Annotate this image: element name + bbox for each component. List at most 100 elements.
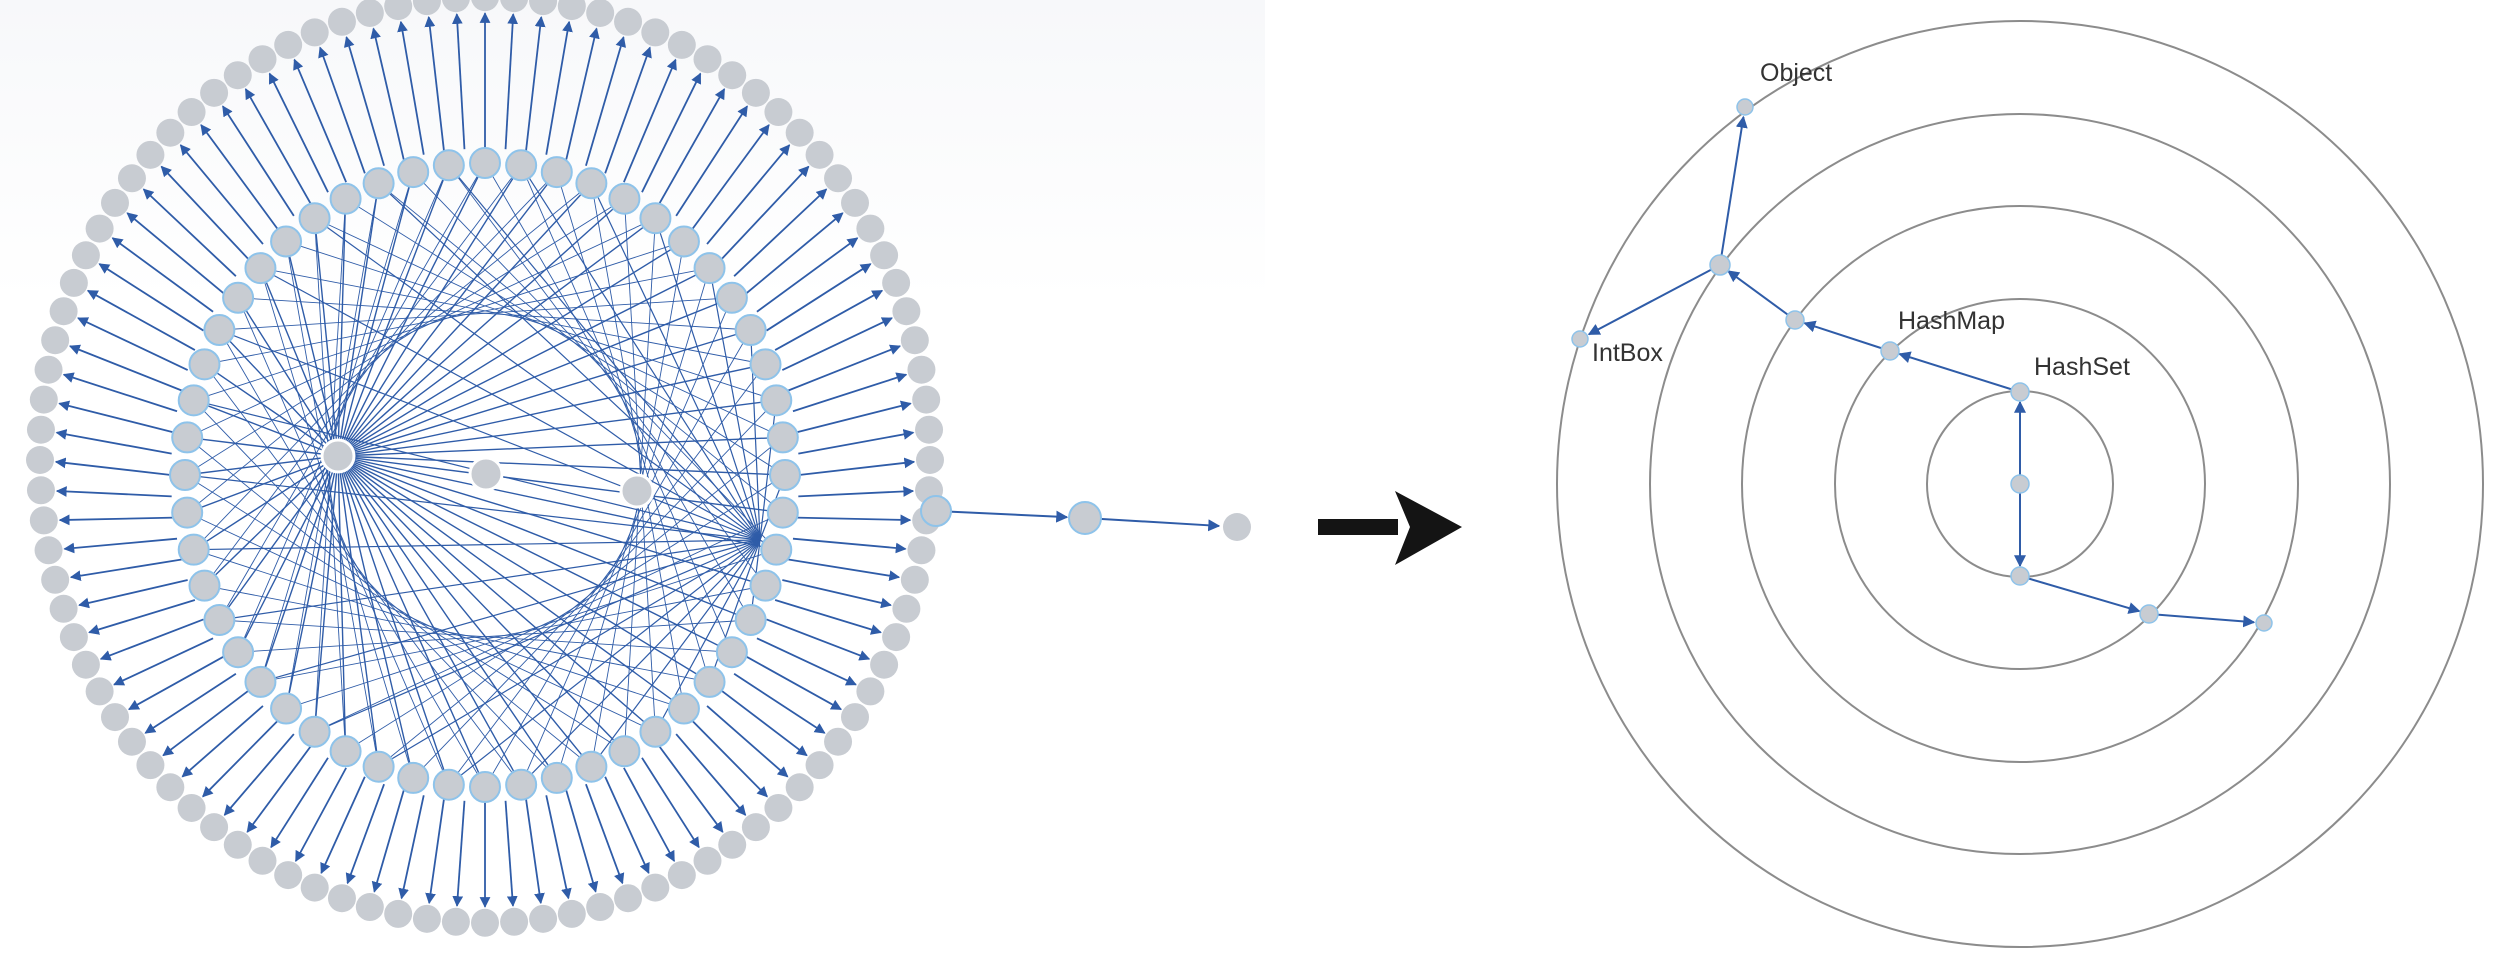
left-chord-edge: [285, 549, 777, 709]
left-radial-edge: [99, 618, 204, 661]
left-radial-edge: [798, 429, 915, 455]
outer-node: [907, 355, 936, 384]
left-chord-edge: [337, 455, 766, 587]
node-b1: [2139, 604, 2159, 624]
outer-node: [29, 506, 58, 535]
outer-node: [471, 0, 499, 12]
left-chord-edge: [337, 162, 486, 457]
outer-node: [870, 650, 899, 679]
left-chord-edge: [238, 619, 751, 653]
inner-node: [244, 665, 277, 698]
left-chord-edge: [218, 162, 486, 621]
left-radial-edge: [86, 289, 196, 351]
outer-node: [248, 846, 277, 875]
left-chord-edge: [484, 329, 752, 788]
outer-node: [412, 0, 441, 16]
outer-node: [117, 727, 146, 756]
label-intbox: IntBox: [1592, 339, 1663, 367]
left-tail-edge: [1084, 517, 1221, 532]
outer-node: [248, 45, 277, 74]
left-radial-edge: [294, 767, 347, 862]
outer-node: [900, 565, 929, 594]
left-chord-edge: [337, 165, 450, 457]
left-radial-edge: [720, 689, 808, 757]
inner-node: [397, 156, 430, 189]
inner-node: [540, 156, 573, 189]
left-chord-edge: [337, 329, 751, 457]
left-chord-edge: [337, 171, 414, 457]
label-hashmap: HashMap: [1898, 307, 2005, 335]
outer-node: [136, 140, 165, 169]
left-graph-nodes: [26, 0, 1251, 937]
left-radial-edge: [397, 20, 425, 155]
left-chord-edge: [337, 217, 656, 457]
left-radial-edge: [58, 514, 174, 526]
left-chord-edge: [378, 539, 761, 768]
left-radial-edge: [144, 673, 237, 734]
outer-node: [500, 0, 528, 13]
left-radial-edge: [202, 719, 279, 798]
outer-node: [100, 188, 129, 217]
right-graph-labels: Object IntBox HashMap HashSet: [1592, 59, 2130, 381]
inner-node: [608, 735, 641, 768]
outer-node: [355, 0, 384, 27]
left-radial-edge: [181, 705, 264, 778]
left-radial-edge: [78, 579, 188, 609]
left-chord-edge: [337, 182, 592, 457]
outer-node: [34, 355, 63, 384]
left-chord-edge: [337, 455, 486, 788]
outer-node: [327, 7, 356, 36]
left-chord-edge: [260, 267, 766, 365]
label-object: Object: [1760, 59, 1832, 87]
left-chord-edge: [260, 171, 414, 683]
left-radial-edge: [111, 237, 214, 313]
center-node: [320, 438, 356, 474]
outer-node: [741, 813, 770, 842]
right-graph-edge: [2148, 613, 2256, 628]
left-chord-edge: [314, 218, 347, 752]
left-radial-edge: [798, 486, 915, 498]
left-chord-edge: [184, 455, 339, 476]
left-radial-edge: [452, 800, 466, 907]
left-chord-edge: [337, 455, 558, 779]
outer-node: [805, 140, 834, 169]
left-radial-edge: [88, 599, 196, 635]
left-radial-edge: [604, 46, 652, 174]
left-chord-edge: [186, 437, 592, 768]
right-graph-rings: [1556, 20, 2484, 948]
left-radial-edge: [451, 13, 466, 150]
inner-node: [715, 281, 748, 314]
outer-node: [384, 0, 413, 21]
inner-node: [203, 603, 236, 636]
left-radial-edge: [641, 72, 702, 193]
left-chord-edge: [623, 198, 656, 732]
inner-node: [760, 533, 793, 566]
left-radial-edge: [179, 144, 264, 245]
node-b2: [2255, 614, 2273, 632]
left-chord-edge: [590, 539, 761, 768]
left-chord-edge: [337, 455, 710, 683]
left-radial-edge: [641, 757, 700, 849]
left-radial-edge: [745, 212, 844, 295]
left-radial-edge: [792, 537, 907, 554]
left-radial-edge: [706, 144, 791, 245]
left-chord-edge: [378, 182, 784, 513]
left-radial-edge: [623, 767, 676, 862]
left-chord-edge: [556, 171, 710, 683]
inner-node: [505, 768, 538, 801]
left-chord-edge: [259, 455, 339, 683]
outer-node: [177, 793, 206, 822]
outer-node: [870, 241, 899, 270]
left-radial-edge: [371, 790, 405, 893]
left-radial-edge: [63, 537, 178, 554]
left-chord-edge: [237, 455, 339, 653]
left-chord-edge: [204, 363, 339, 457]
left-chord-edge: [337, 399, 777, 457]
outer-node: [805, 751, 834, 780]
outer-node: [915, 415, 944, 444]
right-arrow-icon: [1318, 519, 1398, 535]
outer-node: [223, 61, 252, 90]
left-radial-edge: [370, 27, 405, 160]
right-graph-nodes: [1571, 98, 2273, 632]
inner-node: [329, 735, 362, 768]
